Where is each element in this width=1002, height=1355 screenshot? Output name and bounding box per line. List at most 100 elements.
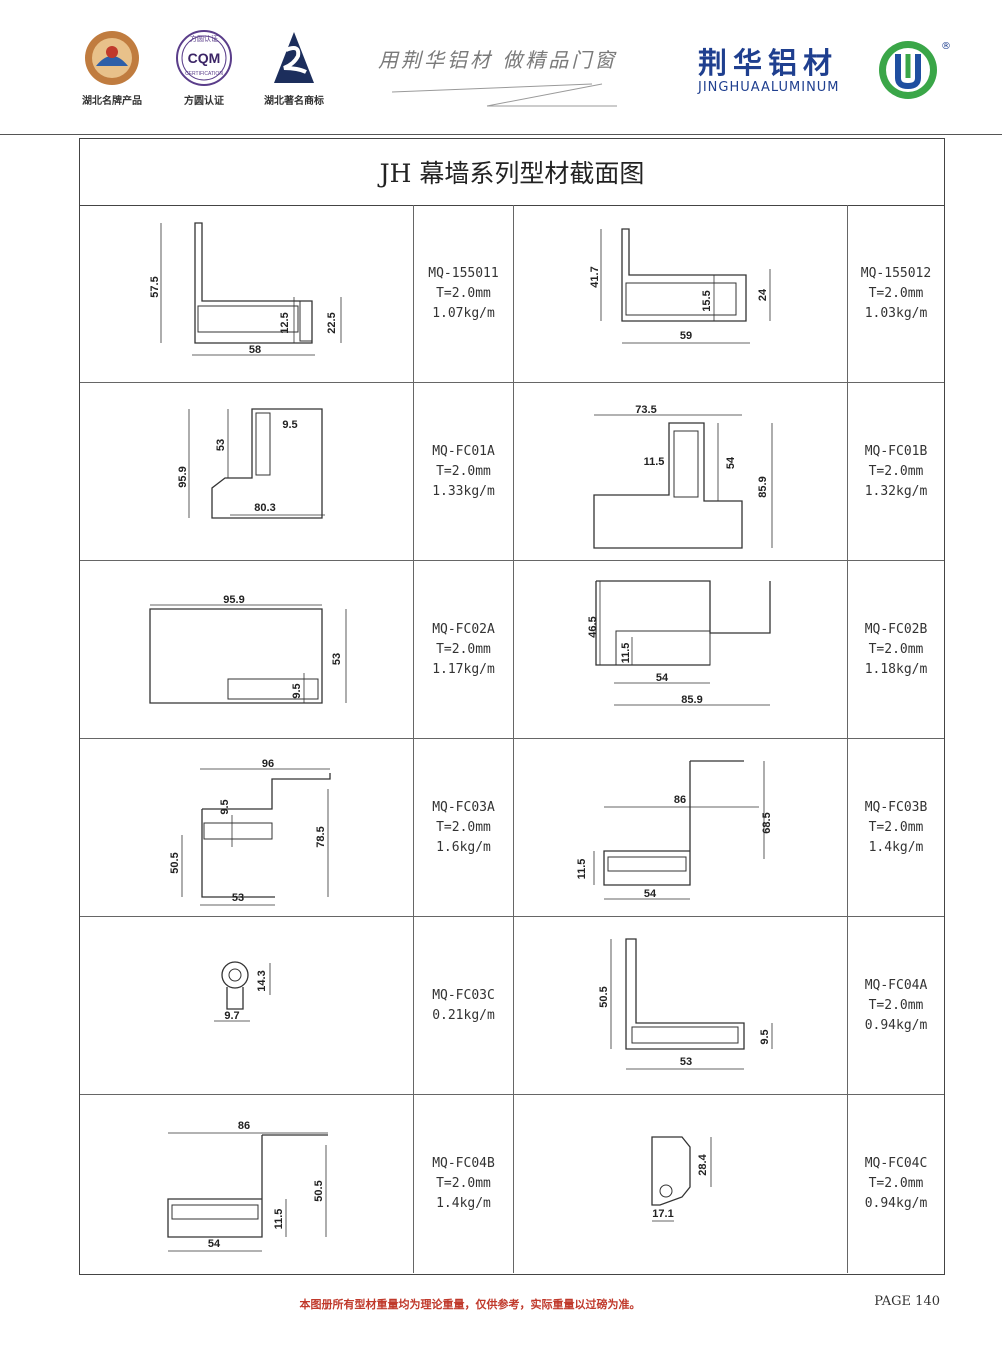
profile-thickness: T=2.0mm — [436, 285, 491, 301]
dimension-label: 96 — [262, 758, 274, 770]
dimension-label: 54 — [208, 1238, 221, 1250]
drawing-cell: 95.9 53 9.5 — [80, 561, 414, 738]
dimension-label: 54 — [644, 888, 657, 900]
profile-code: MQ-155012 — [860, 265, 932, 281]
dimension-label: 85.9 — [757, 476, 769, 497]
dimension-label: 53 — [331, 653, 343, 665]
dimension-label: 9.5 — [219, 799, 231, 814]
dimension-label: 86 — [238, 1120, 250, 1132]
badge-cqm: 方圆认证 CQM CERTIFICATION 方圆认证 — [164, 28, 244, 107]
drawing-cell: 14.3 9.7 — [80, 917, 414, 1094]
profile-thickness: T=2.0mm — [436, 819, 491, 835]
spec-cell: MQ-155012 T=2.0mm 1.03kg/m — [848, 205, 944, 382]
badge-ring-sub: CERTIFICATION — [185, 71, 223, 77]
profile-code: MQ-FC03A — [432, 799, 495, 815]
header-divider — [0, 134, 1002, 135]
dimension-label: 78.5 — [315, 826, 327, 847]
dimension-label: 53 — [232, 892, 244, 904]
table-row: 57.5 12.5 22.5 58 MQ-155011 T=2.0mm 1.07… — [80, 205, 944, 383]
page-header: 湖北名牌产品 方圆认证 CQM CERTIFICATION 方圆认证 湖北著名商… — [0, 0, 1002, 134]
dimension-label: 95.9 — [223, 594, 244, 606]
brand-name-en: JINGHUAALUMINUM — [698, 80, 840, 95]
profile-drawing-mq155011: 57.5 12.5 22.5 58 — [149, 222, 342, 356]
dimension-label: 17.1 — [652, 1208, 673, 1220]
profile-drawing-mqfc03c: 14.3 9.7 — [214, 961, 271, 1022]
dimension-label: 50.5 — [169, 852, 181, 873]
badge-hubei-brand: 湖北名牌产品 — [72, 28, 152, 107]
dimension-label: 9.5 — [759, 1029, 771, 1044]
dimension-label: 11.5 — [620, 643, 632, 664]
dimension-label: 46.5 — [587, 616, 599, 637]
page-number: PAGE 140 — [874, 1294, 940, 1309]
badge-ring-text: 方圆认证 — [190, 34, 218, 43]
profile-code: MQ-FC01A — [432, 443, 495, 459]
dimension-label: 50.5 — [598, 986, 610, 1007]
dimension-label: 95.9 — [177, 466, 189, 487]
profile-weight: 0.94kg/m — [864, 1196, 928, 1211]
dimension-label: 11.5 — [644, 456, 665, 468]
profile-drawing-mqfc03b: 86 68.5 11.5 54 — [576, 760, 773, 900]
drawing-cell: 57.5 12.5 22.5 58 — [80, 205, 414, 382]
drawing-cell: 50.5 9.5 53 — [514, 917, 848, 1094]
profile-grid: 57.5 12.5 22.5 58 MQ-155011 T=2.0mm 1.07… — [80, 205, 944, 1274]
dimension-label: 58 — [249, 344, 261, 356]
profile-weight: 0.21kg/m — [432, 1007, 495, 1023]
spec-cell: MQ-FC03A T=2.0mm 1.6kg/m — [414, 739, 514, 916]
profile-drawing-mqfc01a: 95.9 53 9.5 80.3 — [177, 408, 325, 519]
registered-mark: ® — [941, 41, 951, 52]
profile-thickness: T=2.0mm — [868, 285, 924, 301]
profile-weight: 1.4kg/m — [868, 839, 924, 855]
badge-caption: 方圆认证 — [184, 96, 224, 107]
dimension-label: 12.5 — [279, 312, 291, 333]
dimension-label: 22.5 — [326, 312, 338, 333]
profile-table: JH 幕墙系列型材截面图 57.5 12.5 22.5 58 — [79, 138, 945, 1275]
profile-code: MQ-FC01B — [864, 443, 928, 459]
profile-drawing-mqfc01b: 73.5 11.5 54 85.9 — [593, 404, 773, 549]
profile-drawing-mqfc04c: 28.4 17.1 — [651, 1136, 712, 1222]
table-row: 95.9 53 9.5 MQ-FC02A T=2.0mm 1.17kg/m — [80, 561, 944, 739]
spec-cell: MQ-FC02A T=2.0mm 1.17kg/m — [414, 561, 514, 738]
badge-caption: 湖北名牌产品 — [82, 96, 142, 107]
dimension-label: 11.5 — [273, 1209, 285, 1230]
hubei-famous-trademark-icon — [274, 32, 314, 83]
profile-code: MQ-155011 — [428, 265, 499, 281]
table-row: 96 9.5 78.5 50.5 53 MQ-FC03A T=2.0mm 1.6… — [80, 739, 944, 917]
profile-weight: 1.6kg/m — [436, 839, 491, 855]
spec-cell: MQ-FC03B T=2.0mm 1.4kg/m — [848, 739, 944, 916]
dimension-label: 85.9 — [681, 694, 702, 706]
slogan-swoosh-icon — [392, 83, 617, 107]
dimension-label: 28.4 — [697, 1153, 709, 1175]
dimension-label: 59 — [680, 330, 692, 342]
spec-cell: MQ-FC01A T=2.0mm 1.33kg/m — [414, 383, 514, 560]
jinghua-logo-icon: ® — [879, 41, 951, 99]
badge-hubei-trademark: 湖北著名商标 — [254, 28, 334, 107]
spec-cell: MQ-FC04A T=2.0mm 0.94kg/m — [848, 917, 944, 1094]
drawing-cell: 95.9 53 9.5 80.3 — [80, 383, 414, 560]
spec-cell: MQ-FC04C T=2.0mm 0.94kg/m — [848, 1095, 944, 1273]
profile-drawing-mqfc02b: 46.5 11.5 54 85.9 — [587, 580, 771, 706]
profile-code: MQ-FC04A — [864, 977, 928, 993]
drawing-cell: 96 9.5 78.5 50.5 53 — [80, 739, 414, 916]
drawing-cell: 28.4 17.1 — [514, 1095, 848, 1273]
profile-drawing-mqfc04b: 86 50.5 11.5 54 — [167, 1120, 328, 1252]
dimension-label: 9.5 — [291, 683, 303, 698]
hubei-brand-seal-icon — [85, 31, 139, 85]
profile-weight: 1.32kg/m — [864, 483, 928, 499]
profile-thickness: T=2.0mm — [868, 463, 924, 479]
profile-thickness: T=2.0mm — [436, 641, 491, 657]
spec-cell: MQ-FC03C 0.21kg/m — [414, 917, 514, 1094]
profile-weight: 0.94kg/m — [864, 1017, 928, 1033]
profile-thickness: T=2.0mm — [436, 463, 491, 479]
cqm-certification-icon: 方圆认证 CQM CERTIFICATION — [176, 30, 232, 86]
dimension-label: 57.5 — [149, 276, 161, 297]
profile-code: MQ-FC03C — [432, 987, 495, 1003]
dimension-label: 86 — [674, 794, 686, 806]
dimension-label: 41.7 — [589, 266, 601, 287]
spec-cell: MQ-FC04B T=2.0mm 1.4kg/m — [414, 1095, 514, 1273]
spec-cell: MQ-FC01B T=2.0mm 1.32kg/m — [848, 383, 944, 560]
profile-thickness: T=2.0mm — [868, 641, 924, 657]
drawing-cell: 46.5 11.5 54 85.9 — [514, 561, 848, 738]
dimension-label: 9.7 — [224, 1010, 239, 1022]
profile-code: MQ-FC03B — [864, 799, 928, 815]
badge-mark: CQM — [188, 50, 221, 66]
